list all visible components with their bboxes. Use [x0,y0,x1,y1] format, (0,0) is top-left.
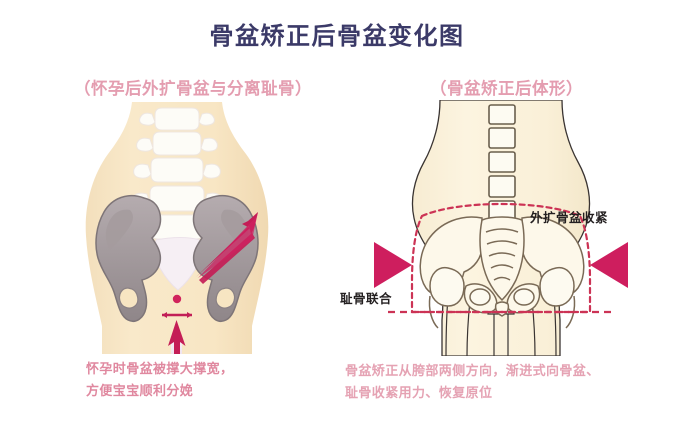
right-panel-subheading: （骨盆矫正后体形） [430,80,583,98]
left-panel-caption: 怀孕时骨盆被撑大撑宽， 方便宝宝顺利分娩 [86,361,234,398]
left-hip-bone [95,194,162,322]
label-pelvis-tighten: 外扩骨盆收紧 [530,211,609,225]
upward-pressure-arrow [168,320,186,354]
inward-compression-arrow-right [590,242,628,288]
page-title: 骨盆矫正后骨盆变化图 [209,23,465,50]
label-pubic-symphysis: 耻骨联合 [340,292,393,306]
inward-compression-arrow-left [374,242,412,288]
separated-pubic-symphysis-marker [162,294,192,318]
left-panel-subheading: （怀孕后外扩骨盆与分离耻骨） [74,80,312,98]
pelvic-region-dashed-outline [388,202,614,314]
pregnant-pelvis-illustration [72,102,282,354]
corrected-pelvis-illustration [370,100,632,356]
outward-expansion-arrow [196,212,258,284]
right-panel-caption: 骨盆矫正从胯部两侧方向，渐进式向骨盆、 耻骨收紧用力、恢复原位 [345,363,600,400]
pelvis-outline [419,216,585,329]
